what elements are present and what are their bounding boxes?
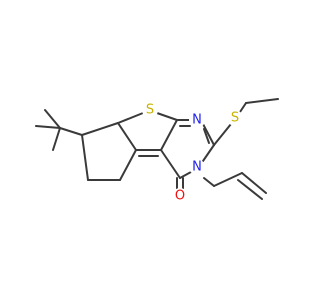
sulfur-label: S xyxy=(231,111,239,126)
bond xyxy=(245,98,279,104)
bond xyxy=(213,172,243,187)
structure-canvas: S N S N O xyxy=(35,98,279,204)
bond xyxy=(81,122,119,136)
bond xyxy=(160,119,178,151)
oxygen-label: O xyxy=(175,189,185,204)
bond xyxy=(213,123,232,146)
sulfur-atom: S xyxy=(142,102,158,118)
bond xyxy=(44,109,61,129)
bond xyxy=(203,128,210,144)
nitrogen-atom: N xyxy=(189,159,205,175)
nitrogen-atom: N xyxy=(189,112,205,128)
sulfur-atom: S xyxy=(227,110,243,126)
bond xyxy=(117,112,144,124)
nitrogen-label: N xyxy=(192,160,202,175)
bond xyxy=(202,144,215,162)
bond xyxy=(59,127,83,136)
bond xyxy=(202,123,215,146)
nitrogen-label: N xyxy=(192,113,202,128)
bond xyxy=(237,179,263,200)
bond xyxy=(119,149,137,181)
molecule-structure: S N S N O xyxy=(35,98,279,204)
bonds xyxy=(35,98,279,200)
bond xyxy=(160,149,181,179)
bond xyxy=(35,125,61,129)
atom-labels: S N S N O xyxy=(142,102,243,204)
bond xyxy=(203,177,215,187)
sulfur-label: S xyxy=(146,103,154,118)
bond xyxy=(239,102,247,113)
bond xyxy=(156,112,178,121)
bond xyxy=(81,134,89,181)
bond xyxy=(52,127,61,151)
bond xyxy=(241,172,267,194)
bond xyxy=(179,171,192,179)
bond xyxy=(117,122,137,151)
oxygen-atom: O xyxy=(172,188,188,204)
